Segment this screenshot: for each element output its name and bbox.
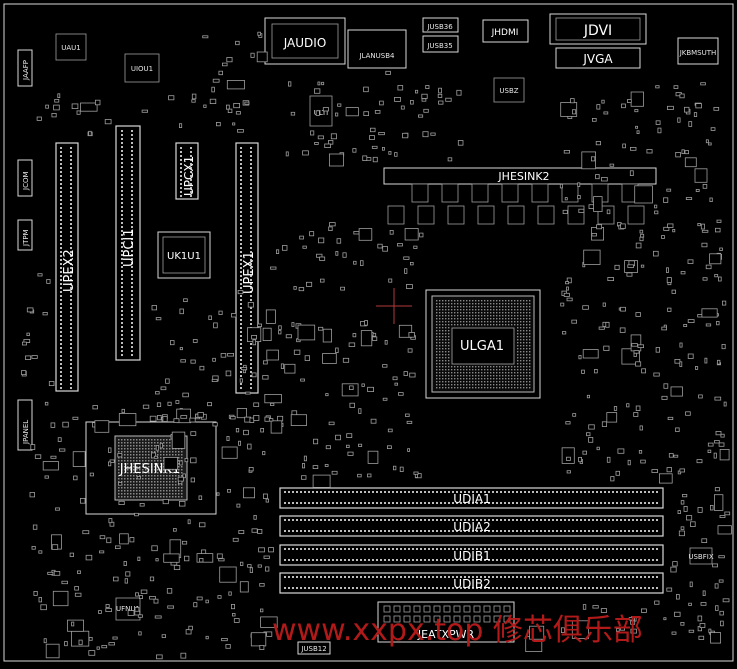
crosshair-marker [376,288,412,324]
upci1-slot[interactable]: UPCI1 [115,125,141,361]
upex1-label: UPEX1 [242,251,257,294]
jvga-label: JVGA [582,52,613,66]
jaudio-label: JAUDIO [283,36,327,50]
jpanel-header[interactable]: JPANEL [17,399,33,451]
jdvi-connector[interactable]: JDVI [549,13,647,45]
jaafp-header[interactable]: JAAFP [17,49,33,87]
usbz-label: USBZ [499,87,518,95]
ufnu1-label: UFNU1 [116,605,140,613]
jusb12-label: JUSB12 [300,645,326,653]
jvga-connector[interactable]: JVGA [555,47,641,69]
jusb36-label: JUSB36 [426,23,453,31]
jhesink1-heatsink[interactable]: JHESINK1 [85,421,217,515]
jkbms-label: JKBMSUTH [679,49,717,57]
udia1-dimm-slot[interactable]: UDIA1 [279,487,664,509]
vrm-mosfet-row [387,183,645,225]
upci1-label: UPCI1 [122,228,137,267]
jeatxpwr-connector[interactable]: JEATXPWR [377,601,515,643]
jusb36-connector[interactable]: JUSB36 [422,17,459,33]
udib1-label: UDIB1 [453,549,490,563]
jusb35-label: JUSB35 [426,42,452,50]
jlanusb-connector[interactable]: JLANUSB4 [347,29,407,69]
upcx1-label: UPCX1 [182,156,196,196]
ulga1-label: ULGA1 [460,339,504,354]
udia1-label: UDIA1 [453,492,490,506]
usbfix-label: USBFIX [688,553,713,561]
udia2-dimm-slot[interactable]: UDIA2 [279,515,664,537]
upex1-slot[interactable]: UPEX1 [235,142,259,394]
jhesink2-label: JHESINK2 [497,170,549,183]
jusb12-header[interactable]: JUSB12 [297,641,331,655]
jtpm-label: JTPM [22,229,30,247]
jhdmi-label: JHDMI [491,28,519,38]
jcom-label: JCOM [22,171,30,191]
uau1-chip[interactable]: UAU1 [55,33,87,61]
jdvi-label: JDVI [583,23,612,39]
uiou1-chip[interactable]: UIOU1 [124,53,160,83]
udib2-dimm-slot[interactable]: UDIB2 [279,572,664,594]
uk1u1-label: UK1U1 [167,251,201,262]
jusb35-connector[interactable]: JUSB35 [422,35,459,53]
jaafp-label: JAAFP [22,60,30,81]
uau1-label: UAU1 [61,44,81,52]
udib1-dimm-slot[interactable]: UDIB1 [279,544,664,566]
usbfix-chip[interactable]: USBFIX [688,547,714,565]
upex2-slot[interactable]: UPEX2 [55,142,79,392]
uk1u1-chip[interactable]: UK1U1 [157,231,211,279]
ulti-chip[interactable]: ULTI [309,95,333,127]
udia2-label: UDIA2 [453,520,490,534]
jhdmi-connector[interactable]: JHDMI [482,19,529,43]
upcx1-slot[interactable]: UPCX1 [175,142,199,200]
jpanel-label: JPANEL [22,420,30,445]
ulti-label: ULTI [314,109,328,117]
jeatxpwr-label: JEATXPWR [417,628,475,641]
ulga1-cpu-socket[interactable]: ULGA1 [425,289,541,399]
uiou1-label: UIOU1 [131,65,153,73]
upex2-label: UPEX2 [62,249,77,292]
passive-components [21,31,732,660]
jaudio-connector[interactable]: JAUDIO [264,17,346,65]
jcom-header[interactable]: JCOM [17,159,33,197]
jtpm-header[interactable]: JTPM [17,219,33,251]
udib2-label: UDIB2 [453,577,490,591]
jlanusb-label: JLANUSB4 [359,52,396,60]
watermark-text: www.xxpx.top 修芯俱乐部 [272,613,643,648]
usbz-chip[interactable]: USBZ [493,77,525,103]
board-outline [3,3,734,662]
jhesink2-heatsink[interactable]: JHESINK2 [383,167,657,185]
jkbms-connector[interactable]: JKBMSUTH [677,37,719,65]
